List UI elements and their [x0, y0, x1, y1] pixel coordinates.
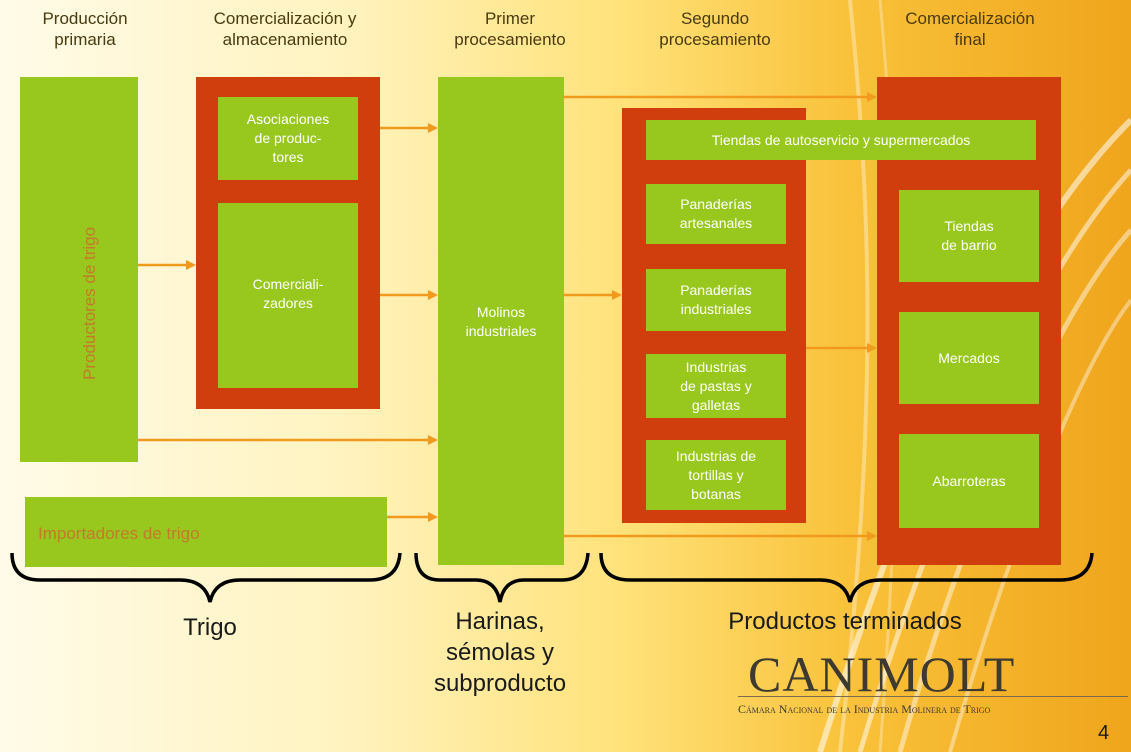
- brace-harinas: [414, 552, 590, 603]
- box-asociaciones-de-productores: Asociaciones de produc- tores: [218, 97, 358, 180]
- box-molinos-industriales: Molinos industriales: [438, 77, 564, 565]
- group-label-harinas: Harinas, sémolas y subproducto: [433, 608, 567, 697]
- page-number: 4: [1098, 722, 1110, 744]
- box-industrias-pastas-galletas: Industrias de pastas y galletas: [646, 354, 786, 418]
- box-comercializadores: Comerciali- zadores: [218, 203, 358, 388]
- box-panaderias-artesanales: Panaderías artesanales: [646, 184, 786, 244]
- group-label-trigo: Trigo: [183, 614, 237, 641]
- header-primer-procesamiento: Primer procesamiento: [454, 9, 566, 49]
- header-comercializacion-almacenamiento: Comercialización y almacenamiento: [213, 9, 357, 49]
- box-abarroteras: Abarroteras: [899, 434, 1039, 528]
- canimolt-logo: CANIMOLT: [748, 646, 1016, 702]
- canimolt-logo-subtitle: Cámara Nacional de la Industria Molinera…: [738, 702, 991, 716]
- box-importadores-de-trigo: [25, 497, 387, 567]
- header-segundo-procesamiento: Segundo procesamiento: [659, 9, 771, 49]
- header-produccion-primaria: Producción primaria: [42, 9, 128, 49]
- box-tiendas-autoservicio-supermercados: Tiendas de autoservicio y supermercados: [646, 120, 1036, 160]
- group-label-productos-terminados: Productos terminados: [728, 608, 962, 635]
- box-mercados: Mercados: [899, 312, 1039, 404]
- box-productores-de-trigo: [20, 77, 138, 462]
- box-tiendas-de-barrio: Tiendas de barrio: [899, 190, 1039, 282]
- header-comercializacion-final: Comercialización final: [905, 9, 1035, 49]
- label-importadores-de-trigo: Importadores de trigo: [38, 524, 200, 543]
- brace-productos: [599, 552, 1094, 603]
- box-panaderias-industriales: Panaderías industriales: [646, 269, 786, 331]
- box-industrias-tortillas-botanas: Industrias de tortillas y botanas: [646, 440, 786, 510]
- logo-divider: [738, 696, 1128, 697]
- brace-trigo: [10, 552, 402, 603]
